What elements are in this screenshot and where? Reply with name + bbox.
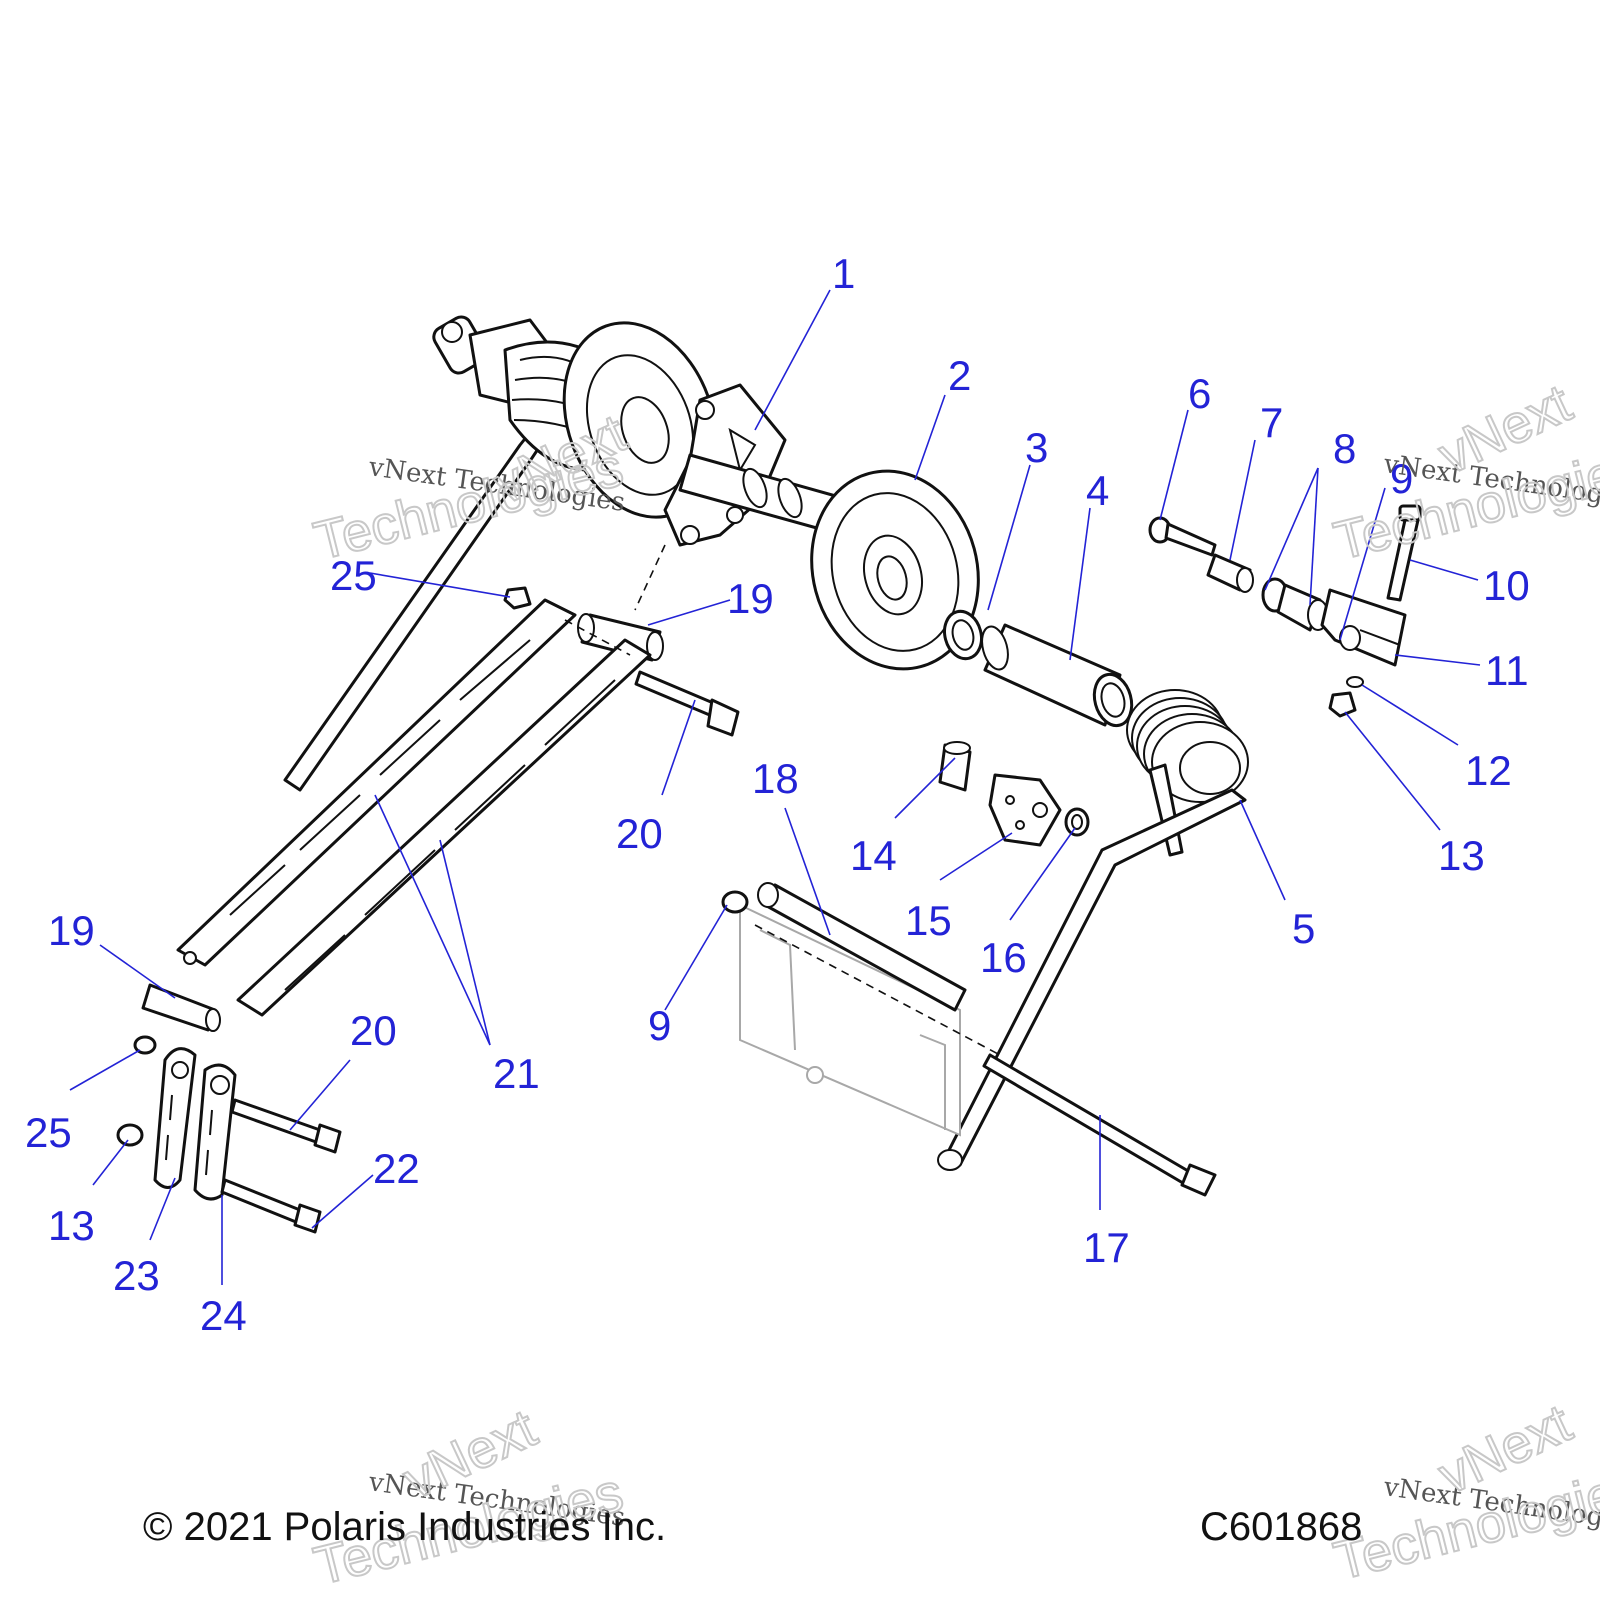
callout-7: 7 <box>1260 399 1283 446</box>
part-drawings <box>116 315 1422 1234</box>
slide-rails <box>176 598 652 1017</box>
callout-19-upper: 19 <box>727 575 774 622</box>
o-ring <box>943 609 983 661</box>
callout-9-lower: 9 <box>648 1002 671 1049</box>
axle-assembly <box>432 315 852 547</box>
callout-10: 10 <box>1483 562 1530 609</box>
callout-3: 3 <box>1025 424 1048 471</box>
callout-labels: 1 2 3 4 5 6 7 8 9 9 10 11 12 13 13 14 15… <box>25 250 1530 1339</box>
drawing-number: C601868 <box>1200 1505 1362 1549</box>
footer: © 2021 Polaris Industries Inc. C601868 <box>143 1505 1362 1549</box>
sleeve-tube <box>981 623 1134 728</box>
torsion-spring <box>937 689 1249 1171</box>
callout-11: 11 <box>1485 647 1529 694</box>
copyright-notice: © 2021 Polaris Industries Inc. <box>143 1505 666 1549</box>
callout-18: 18 <box>752 755 799 802</box>
upper-nut <box>503 586 532 610</box>
callout-2: 2 <box>948 352 971 399</box>
callout-8: 8 <box>1333 425 1356 472</box>
long-bolt <box>982 1053 1217 1197</box>
callout-17: 17 <box>1083 1224 1130 1271</box>
mounting-plate <box>721 882 1001 1137</box>
callout-22: 22 <box>373 1145 420 1192</box>
callout-23: 23 <box>113 1252 160 1299</box>
callout-12: 12 <box>1465 747 1512 794</box>
upper-pin-bolt <box>577 613 740 737</box>
wheel-hub <box>810 469 980 671</box>
watermark-outline-1b: Technologies <box>308 437 628 571</box>
callout-14: 14 <box>850 832 897 879</box>
right-hardware <box>1148 504 1422 718</box>
callout-13-left: 13 <box>48 1202 95 1249</box>
callout-21: 21 <box>493 1050 540 1097</box>
lower-pin <box>141 983 221 1032</box>
callout-24: 24 <box>200 1292 247 1339</box>
callout-25-left: 25 <box>25 1109 72 1156</box>
callout-4: 4 <box>1086 467 1109 514</box>
callout-19-left: 19 <box>48 907 95 954</box>
callout-6: 6 <box>1188 370 1211 417</box>
assembly-dash-lines <box>564 544 666 656</box>
callout-13-right: 13 <box>1438 832 1485 879</box>
callout-25-upper: 25 <box>330 552 377 599</box>
callout-20-lower: 20 <box>350 1007 397 1054</box>
callout-15: 15 <box>905 897 952 944</box>
lower-linkage <box>116 1035 342 1234</box>
center-small-parts <box>938 741 1090 847</box>
callout-9-upper: 9 <box>1390 455 1413 502</box>
leader-lines <box>69 289 1481 1285</box>
callout-16: 16 <box>980 934 1027 981</box>
callout-20-upper: 20 <box>616 810 663 857</box>
callout-5: 5 <box>1292 905 1315 952</box>
callout-1: 1 <box>832 250 855 297</box>
